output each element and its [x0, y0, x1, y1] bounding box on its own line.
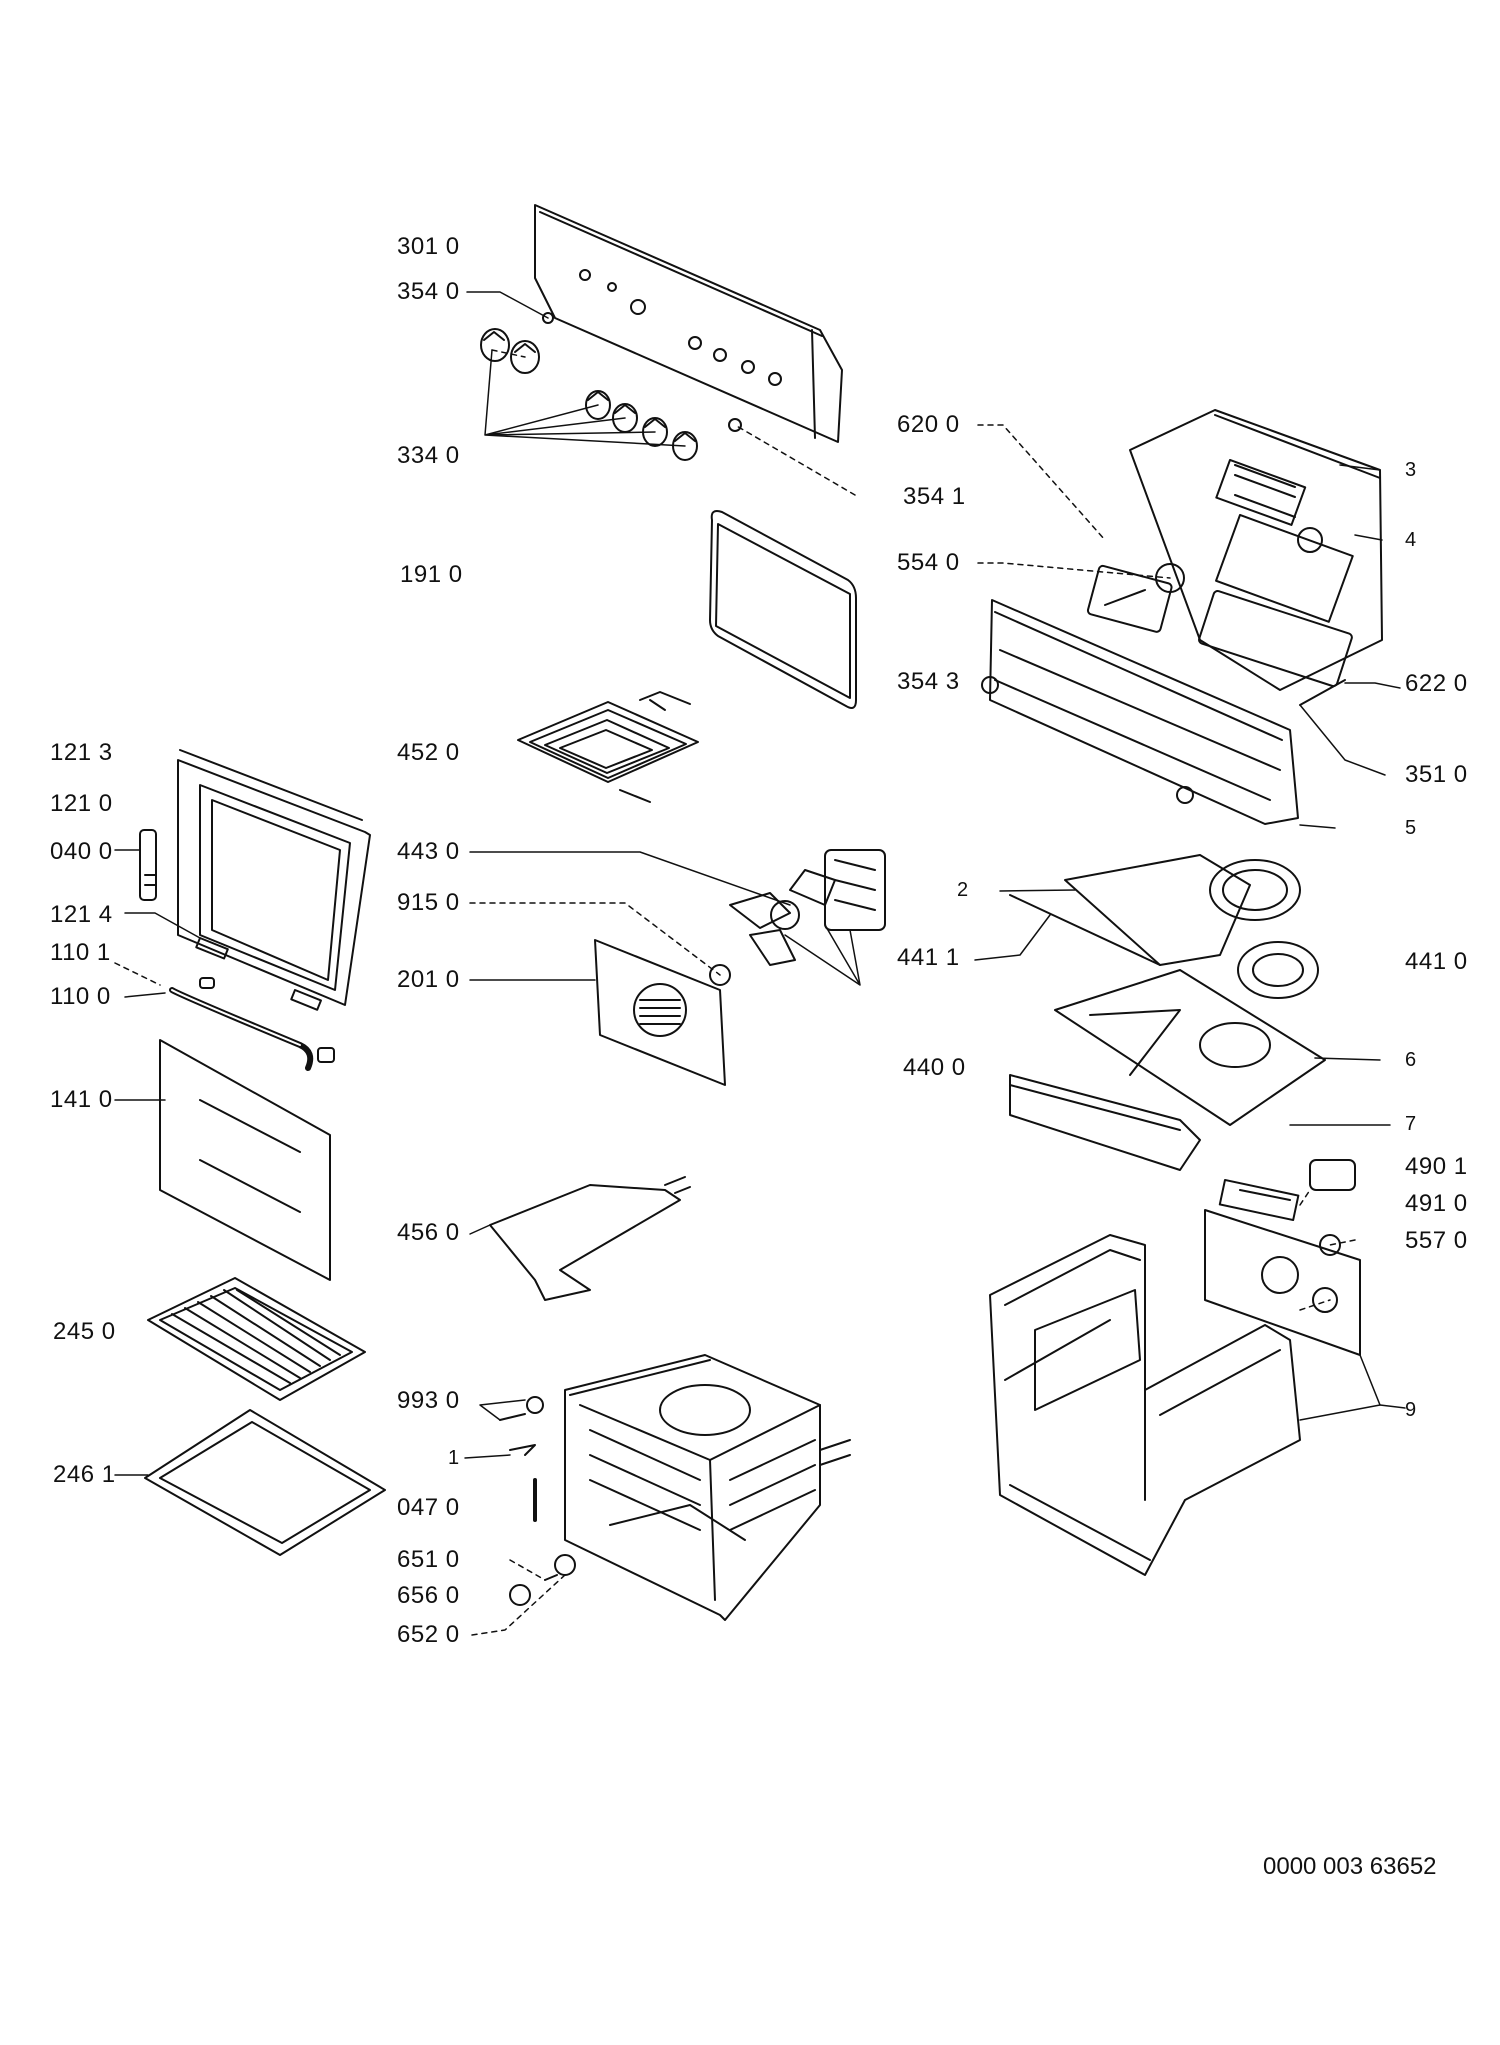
label-440-0: 440 0 [903, 1054, 966, 1081]
door-handle-part [169, 977, 335, 1071]
fan-cover-part [594, 939, 726, 1086]
control-frame-part [981, 599, 1346, 825]
label-245-0: 245 0 [53, 1318, 116, 1345]
door-frame-part [139, 749, 371, 1011]
label-354-0: 354 0 [397, 278, 460, 305]
label-110-0: 110 0 [50, 983, 111, 1010]
label-110-1: 110 1 [50, 939, 111, 966]
top-cover-part [1009, 854, 1319, 999]
label-490-1: 490 1 [1405, 1153, 1468, 1180]
label-443-0: 443 0 [397, 838, 460, 865]
label-121-3: 121 3 [50, 739, 113, 766]
label-7: 7 [1405, 1113, 1417, 1135]
label-334-0: 334 0 [397, 442, 460, 469]
electronic-module-part [1204, 1159, 1361, 1356]
top-plate-part [1009, 969, 1326, 1171]
wire-shelf-part [147, 1277, 366, 1401]
label-6: 6 [1405, 1049, 1417, 1071]
label-191-0: 191 0 [400, 561, 463, 588]
label-1: 1 [448, 1447, 460, 1469]
small-parts [499, 1396, 576, 1606]
oven-cavity-part [564, 1354, 851, 1621]
control-panel-part [534, 204, 843, 443]
label-3: 3 [1405, 459, 1417, 481]
grill-element-part [517, 691, 699, 803]
label-452-0: 452 0 [397, 739, 460, 766]
label-9: 9 [1405, 1399, 1417, 1421]
label-622-0: 622 0 [1405, 670, 1468, 697]
door-glass-part [159, 1039, 331, 1281]
label-2: 2 [957, 879, 969, 901]
fan-motor-part [709, 849, 886, 986]
label-652-0: 652 0 [397, 1621, 460, 1648]
label-554-0: 554 0 [897, 549, 960, 576]
label-441-0: 441 0 [1405, 948, 1468, 975]
knobs-part [480, 312, 742, 461]
bottom-element-part [489, 1176, 691, 1301]
label-620-0: 620 0 [897, 411, 960, 438]
label-656-0: 656 0 [397, 1582, 460, 1609]
leader-lines [114, 291, 1406, 1636]
label-557-0: 557 0 [1405, 1227, 1468, 1254]
label-456-0: 456 0 [397, 1219, 460, 1246]
label-141-0: 141 0 [50, 1086, 113, 1113]
label-915-0: 915 0 [397, 889, 460, 916]
label-354-1: 354 1 [903, 483, 966, 510]
baking-tray-part [144, 1409, 386, 1556]
label-121-0: 121 0 [50, 790, 113, 817]
switch-assembly-part [1086, 409, 1383, 691]
label-441-1: 441 1 [897, 944, 960, 971]
label-354-3: 354 3 [897, 668, 960, 695]
drawing-reference-number: 0000 003 63652 [1263, 1853, 1437, 1880]
label-651-0: 651 0 [397, 1546, 460, 1573]
label-351-0: 351 0 [1405, 761, 1468, 788]
label-4: 4 [1405, 529, 1417, 551]
label-201-0: 201 0 [397, 966, 460, 993]
label-5: 5 [1405, 817, 1417, 839]
label-040-0: 040 0 [50, 838, 113, 865]
door-seal-part [709, 510, 857, 709]
label-301-0: 301 0 [397, 233, 460, 260]
outer-casing-part [989, 1234, 1301, 1576]
label-491-0: 491 0 [1405, 1190, 1468, 1217]
label-121-4: 121 4 [50, 901, 113, 928]
label-047-0: 047 0 [397, 1494, 460, 1521]
label-246-1: 246 1 [53, 1461, 116, 1488]
label-993-0: 993 0 [397, 1387, 460, 1414]
